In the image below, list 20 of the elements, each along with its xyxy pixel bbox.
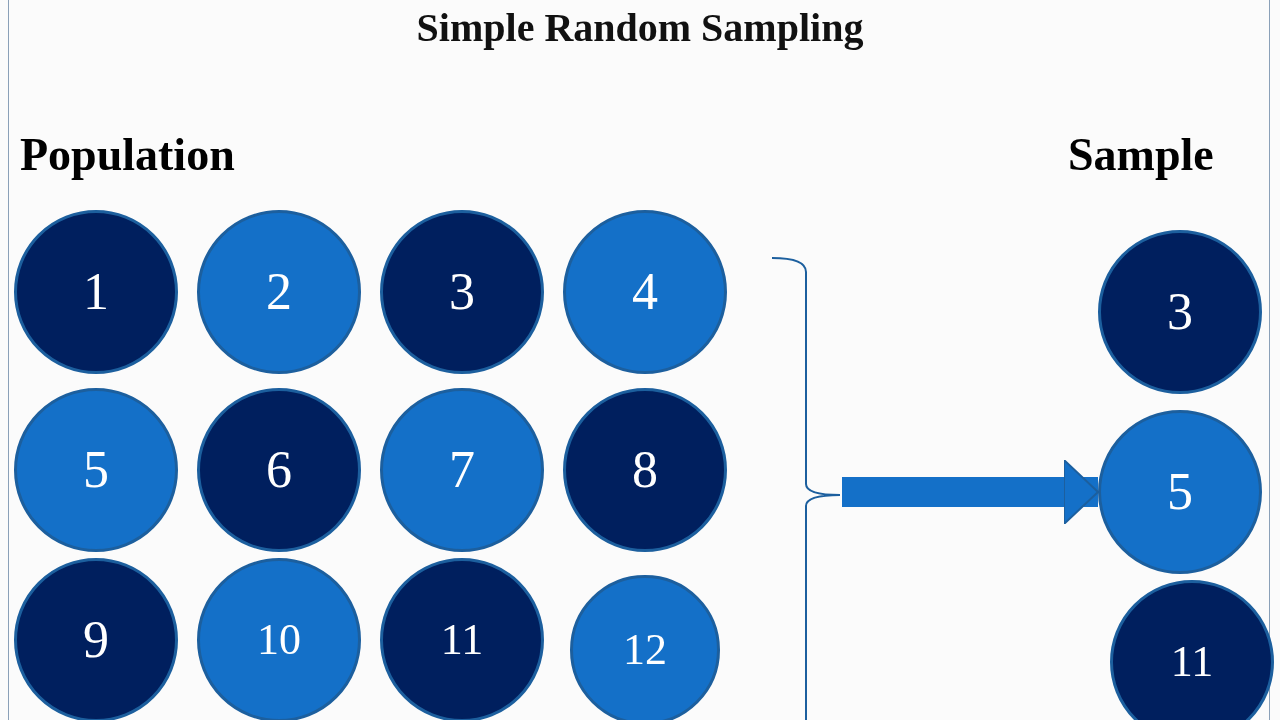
circle-number: 3 [449,266,475,318]
circle-number: 9 [83,614,109,666]
bracket [771,257,841,720]
circle-number: 5 [83,444,109,496]
circle-number: 6 [266,444,292,496]
circle-number: 12 [623,628,667,672]
circle-number: 5 [1167,466,1193,518]
title: Simple Random Sampling [415,4,865,51]
circle-number: 8 [632,444,658,496]
arrow [842,459,1099,525]
circle-number: 3 [1167,286,1193,338]
group-heading: Sample [1068,128,1214,181]
circle-number: 11 [1170,640,1214,684]
circle-number: 4 [632,266,658,318]
circle-number: 1 [83,266,109,318]
circle-number: 11 [440,618,484,662]
circle-number: 10 [257,618,301,662]
circle-number: 7 [449,444,475,496]
group-heading: Population [20,128,235,181]
circle-number: 2 [266,266,292,318]
